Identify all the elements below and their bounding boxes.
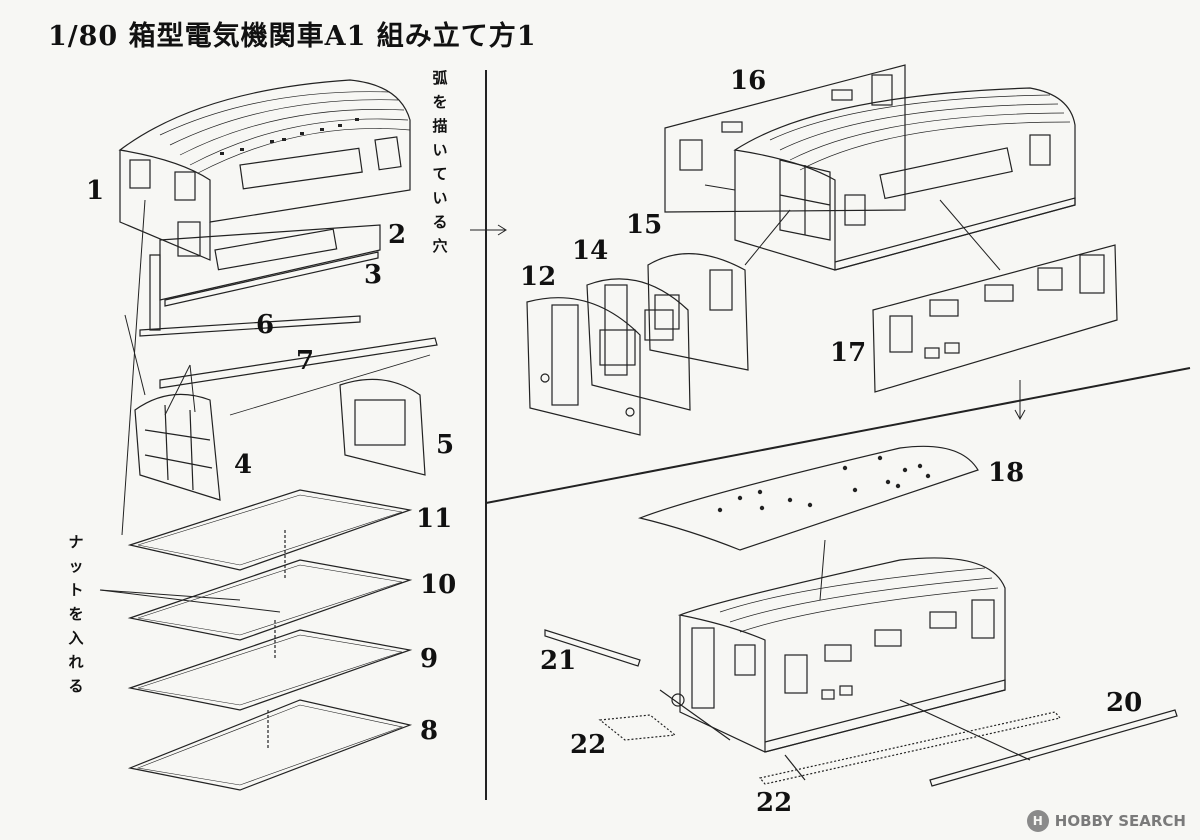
hole-note: 弧を描いている穴 <box>432 69 448 255</box>
underframe-parts <box>544 629 1178 787</box>
part-6-strip <box>139 315 361 337</box>
part-label-16: 16 <box>730 66 767 96</box>
watermark-text: HOBBY SEARCH <box>1054 812 1186 830</box>
main-body-shell <box>733 87 1076 271</box>
part-label-15: 15 <box>626 210 663 240</box>
part-label-1: 1 <box>86 176 105 206</box>
nut-note: ナットを入れる <box>68 533 84 695</box>
part-14-end-panel <box>586 278 691 411</box>
part-18-roof-sheet <box>637 445 979 551</box>
watermark: H HOBBY SEARCH <box>1026 810 1186 832</box>
roof-leader <box>819 539 826 601</box>
part-label-9: 9 <box>420 644 439 674</box>
page-title: 1/80 箱型電気機関車A1 組み立て方1 <box>48 21 537 52</box>
part-label-5: 5 <box>436 430 455 460</box>
part-label-10: 10 <box>420 570 457 600</box>
part-label-7: 7 <box>296 346 315 376</box>
part-7-strip <box>159 337 438 389</box>
hobby-search-logo-icon: H <box>1026 810 1049 832</box>
part-4-end-frame <box>134 393 221 501</box>
part-label-2: 2 <box>388 220 407 250</box>
part-label-8: 8 <box>420 716 439 746</box>
part-label-3: 3 <box>364 260 383 290</box>
part-label-4: 4 <box>234 450 253 480</box>
part-label-11: 11 <box>416 504 453 534</box>
right-top-leaders <box>704 184 1001 271</box>
part-label-21: 21 <box>540 646 577 676</box>
part-5-end-frame <box>339 378 426 476</box>
part-label-14: 14 <box>572 236 609 266</box>
leader-lines <box>99 199 1026 613</box>
part-16-side-sheet <box>664 64 906 213</box>
part-15-end-panel <box>647 253 749 371</box>
part-label-17: 17 <box>830 338 867 368</box>
part-label-20: 20 <box>1106 688 1143 718</box>
floor-plates <box>127 489 413 791</box>
part-label-12: 12 <box>520 262 557 292</box>
part-label-22-bottom: 22 <box>756 788 793 818</box>
assembled-body <box>671 557 1006 753</box>
part-2-3-side-panel <box>149 221 381 331</box>
part-label-22-left: 22 <box>570 730 607 760</box>
part-label-6: 6 <box>256 310 275 340</box>
part-17-side-plate <box>872 244 1118 393</box>
part-7-rail <box>229 354 431 416</box>
part-label-18: 18 <box>988 458 1025 488</box>
part-12-end-panel <box>526 297 641 436</box>
part-1-body-shell <box>118 79 411 261</box>
horizontal-divider <box>485 367 1191 504</box>
